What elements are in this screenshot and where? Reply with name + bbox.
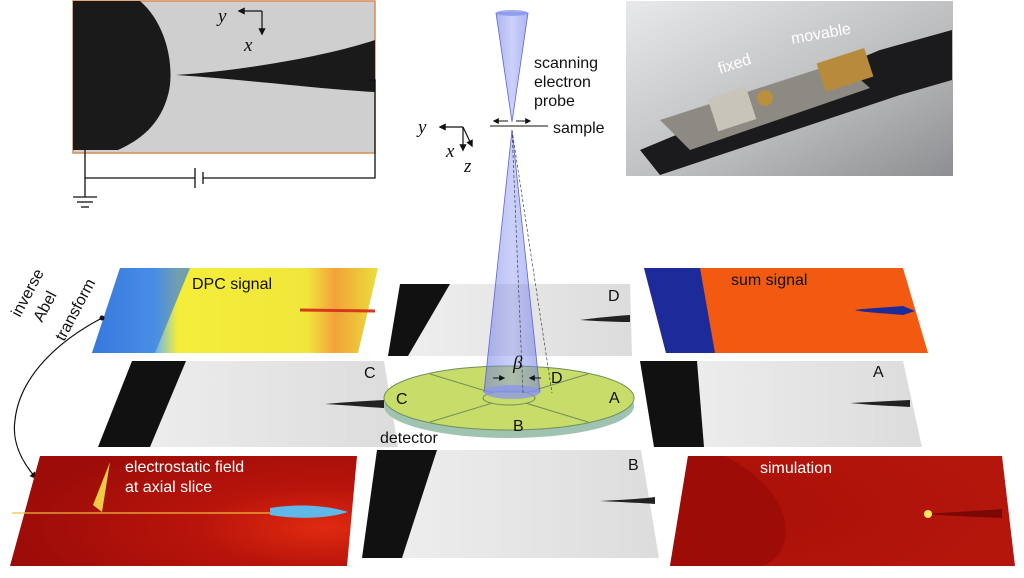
movable-tip-shape <box>176 40 375 92</box>
dpc-signal-label: DPC signal <box>192 276 272 293</box>
panel-C: C <box>98 361 398 447</box>
dpc-signal-panel: DPC signal <box>92 268 378 353</box>
segment-A-label: A <box>609 390 620 407</box>
sample-label: sample <box>553 120 605 137</box>
center-axis-y: y <box>416 117 427 138</box>
transmitted-cone: β <box>483 129 553 399</box>
beta-label: β <box>512 353 523 374</box>
center-axis-x: x <box>445 141 455 162</box>
panel-C-label: C <box>364 365 376 382</box>
simulation-panel: simulation <box>670 456 1015 566</box>
axes-top-left: y x <box>216 6 266 56</box>
electron-probe: scanning electron probe <box>495 10 598 123</box>
segment-B-label: B <box>513 418 524 435</box>
axis-y-label: y <box>216 6 227 27</box>
field-label-line2: at axial slice <box>125 479 212 496</box>
panel-B: B <box>362 450 659 558</box>
field-label-line1: electrostatic field <box>125 459 244 476</box>
bias-circuit <box>73 79 376 208</box>
holder-photo: fixed movable <box>626 1 953 176</box>
sum-signal-label: sum signal <box>731 272 807 289</box>
axes-center: y x z <box>416 117 473 177</box>
sample-plane: sample <box>490 118 605 137</box>
fixed-electrode-shape <box>73 1 171 150</box>
probe-label-line3: probe <box>534 93 575 110</box>
segment-C-label: C <box>396 391 408 408</box>
panel-A: A <box>640 361 922 447</box>
abel-transform-arrow <box>13 317 103 480</box>
inverse-abel-label: inverse Abel transform <box>9 266 100 344</box>
center-axis-z: z <box>463 156 472 177</box>
probe-label-line2: electron <box>534 74 591 91</box>
sum-signal-panel: sum signal <box>644 268 928 353</box>
panel-B-label: B <box>628 457 639 474</box>
electrostatic-field-panel: electrostatic field at axial slice <box>10 456 357 566</box>
panel-A-label: A <box>873 364 884 381</box>
probe-label-line1: scanning <box>534 55 598 72</box>
simulation-label: simulation <box>760 460 832 477</box>
axis-x-label: x <box>243 35 253 56</box>
detector-label: detector <box>380 430 438 447</box>
segment-D-label: D <box>551 370 563 387</box>
sem-image-panel <box>72 0 376 154</box>
panel-D-label: D <box>608 288 620 305</box>
